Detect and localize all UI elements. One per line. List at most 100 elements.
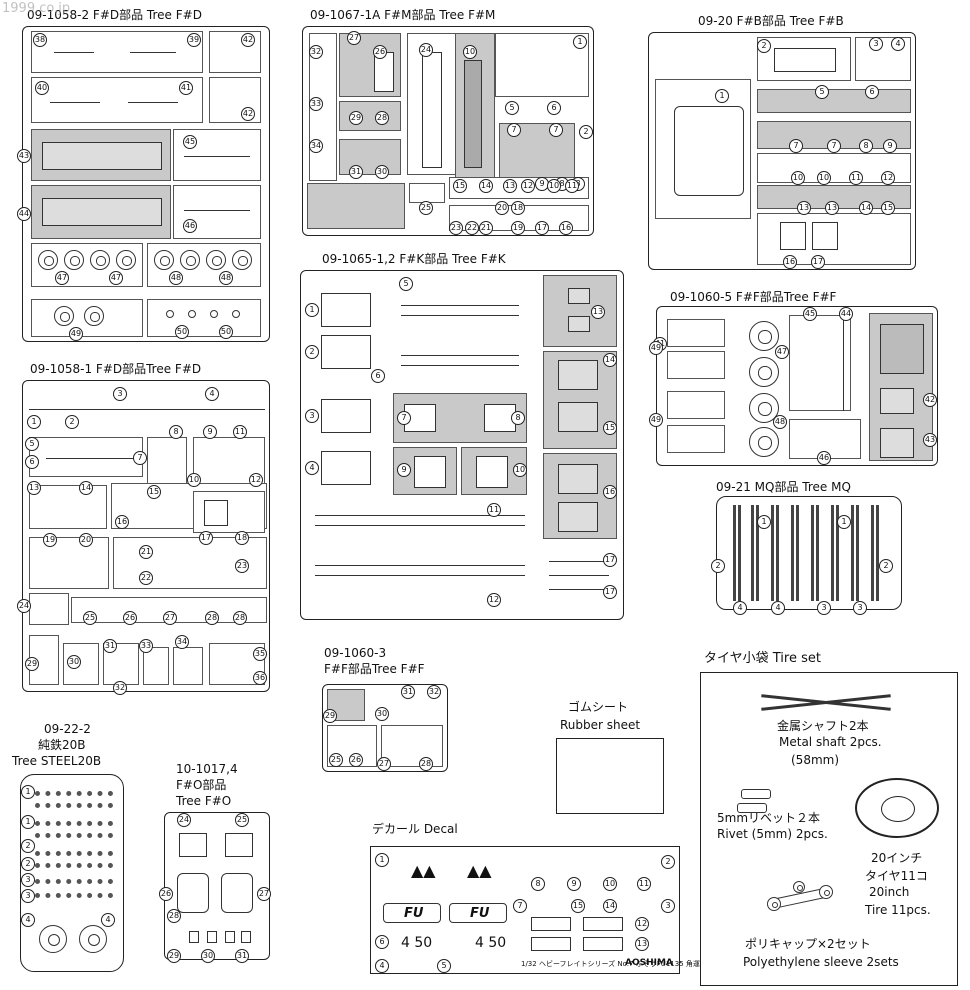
tree-fd-bottom-title: 09-1058-1 F#D部品Tree F#D bbox=[30, 362, 202, 376]
cell-49a bbox=[667, 319, 725, 347]
part-number: 44 bbox=[839, 307, 853, 321]
part-number: 19 bbox=[511, 221, 525, 235]
cell-7-8 bbox=[393, 393, 527, 443]
tree-mq-frame: 1 1 2 2 3 3 4 4 bbox=[711, 496, 902, 615]
part-number: 29 bbox=[323, 709, 337, 723]
part-number: 29 bbox=[25, 657, 39, 671]
cell-9 bbox=[455, 33, 495, 181]
part-number: 46 bbox=[183, 219, 197, 233]
part-number: 10 bbox=[513, 463, 527, 477]
cell-49c bbox=[667, 391, 725, 419]
watermark: 1999.co.jp bbox=[2, 1, 71, 16]
part-number: 5 bbox=[815, 85, 829, 99]
part-number: 14 bbox=[79, 481, 93, 495]
part-number: 14 bbox=[603, 899, 617, 913]
part-number: 31 bbox=[235, 949, 249, 963]
part-number: 49 bbox=[69, 327, 83, 341]
part-number: 16 bbox=[603, 485, 617, 499]
cell-38-39 bbox=[31, 31, 203, 73]
part-number: 4 bbox=[375, 959, 389, 973]
part-number: 6 bbox=[375, 935, 389, 949]
tree-ff-top-frame: 41 42 43 44 45 46 47 48 49 49 bbox=[649, 306, 938, 466]
tree-fb-frame: 1 2 3 4 5 6 7 7 8 9 10 10 11 12 13 13 14… bbox=[648, 32, 916, 270]
part-number: 7 bbox=[133, 451, 147, 465]
part-number: 30 bbox=[67, 655, 81, 669]
part-number: 8 bbox=[859, 139, 873, 153]
part-number: 4 bbox=[21, 913, 35, 927]
part-number: 38 bbox=[33, 33, 47, 47]
part-number: 11 bbox=[849, 171, 863, 185]
part-number: 15 bbox=[571, 899, 585, 913]
part-number: 3 bbox=[305, 409, 319, 423]
part-number: 3 bbox=[869, 37, 883, 51]
decal-title: デカール Decal bbox=[372, 822, 458, 836]
decal-plate-number: 4 50 bbox=[475, 935, 507, 951]
part-number: 2 bbox=[711, 559, 725, 573]
tree-fk-title: 09-1065-1,2 F#K部品 Tree F#K bbox=[322, 252, 506, 266]
part-number: 30 bbox=[375, 165, 389, 179]
part-number: 33 bbox=[309, 97, 323, 111]
tree-ff-top-title: 09-1060-5 F#F部品Tree F#F bbox=[670, 290, 837, 304]
tree-fm-title: 09-1067-1A F#M部品 Tree F#M bbox=[310, 8, 496, 22]
cell-24 bbox=[409, 183, 445, 203]
part-number: 27 bbox=[347, 31, 361, 45]
part-number: 9 bbox=[397, 463, 411, 477]
cell-34 bbox=[143, 647, 169, 685]
part-number: 28 bbox=[375, 111, 389, 125]
cell-24 bbox=[29, 593, 69, 625]
part-number: 1 bbox=[21, 785, 35, 799]
part-number: 35 bbox=[253, 647, 267, 661]
tree-steel-frame: 1 1 2 2 3 3 4 4 bbox=[20, 774, 124, 972]
part-number: 5 bbox=[505, 101, 519, 115]
part-number: 8 bbox=[169, 425, 183, 439]
part-number: 26 bbox=[159, 887, 173, 901]
part-number: 31 bbox=[103, 639, 117, 653]
part-number: 49 bbox=[649, 413, 663, 427]
tree-ff-small-frame: 29 25 26 27 28 30 31 32 bbox=[322, 684, 448, 772]
part-number: 14 bbox=[603, 353, 617, 367]
part-number: 6 bbox=[25, 455, 39, 469]
cell-43 bbox=[31, 129, 171, 181]
part-number: 6 bbox=[547, 101, 561, 115]
rubber-title-jp: ゴムシート bbox=[568, 700, 629, 714]
part-number: 15 bbox=[881, 201, 895, 215]
part-number: 43 bbox=[17, 149, 31, 163]
part-number: 45 bbox=[803, 307, 817, 321]
part-number: 13 bbox=[591, 305, 605, 319]
part-number: 2 bbox=[579, 125, 593, 139]
part-number: 12 bbox=[881, 171, 895, 185]
cell-1-panel bbox=[655, 79, 751, 219]
part-number: 24 bbox=[17, 599, 31, 613]
mitsubishi-logo-icon: ▲▲ bbox=[467, 861, 492, 880]
cell-2 bbox=[757, 37, 851, 81]
part-number: 8 bbox=[531, 877, 545, 891]
cell-13 bbox=[543, 275, 617, 347]
part-number: 17 bbox=[199, 531, 213, 545]
part-number: 3 bbox=[817, 601, 831, 615]
part-number: 14 bbox=[479, 179, 493, 193]
cell-34 bbox=[307, 183, 405, 229]
part-number: 40 bbox=[35, 81, 49, 95]
part-number: 45 bbox=[183, 135, 197, 149]
tree-mq-title: 09-21 MQ部品 Tree MQ bbox=[716, 480, 851, 494]
part-number: 22 bbox=[139, 571, 153, 585]
part-number: 47 bbox=[109, 271, 123, 285]
part-number: 48 bbox=[773, 415, 787, 429]
part-number: 12 bbox=[487, 593, 501, 607]
rubber-title-en: Rubber sheet bbox=[560, 718, 641, 732]
part-number: 27 bbox=[377, 757, 391, 771]
part-number: 26 bbox=[373, 45, 387, 59]
tree-steel-title3: Tree STEEL20B bbox=[12, 754, 102, 768]
part-number: 7 bbox=[397, 411, 411, 425]
mitsubishi-logo-icon: ▲▲ bbox=[411, 861, 436, 880]
tree-steel-title1: 09-22-2 bbox=[44, 722, 91, 736]
part-number: 34 bbox=[309, 139, 323, 153]
cell-48 bbox=[147, 243, 261, 287]
part-number: 26 bbox=[349, 753, 363, 767]
part-number: 32 bbox=[427, 685, 441, 699]
cell-44 bbox=[31, 185, 171, 239]
part-number: 11 bbox=[637, 877, 651, 891]
part-number: 9 bbox=[203, 425, 217, 439]
tire-icon bbox=[855, 778, 939, 838]
part-number: 2 bbox=[305, 345, 319, 359]
